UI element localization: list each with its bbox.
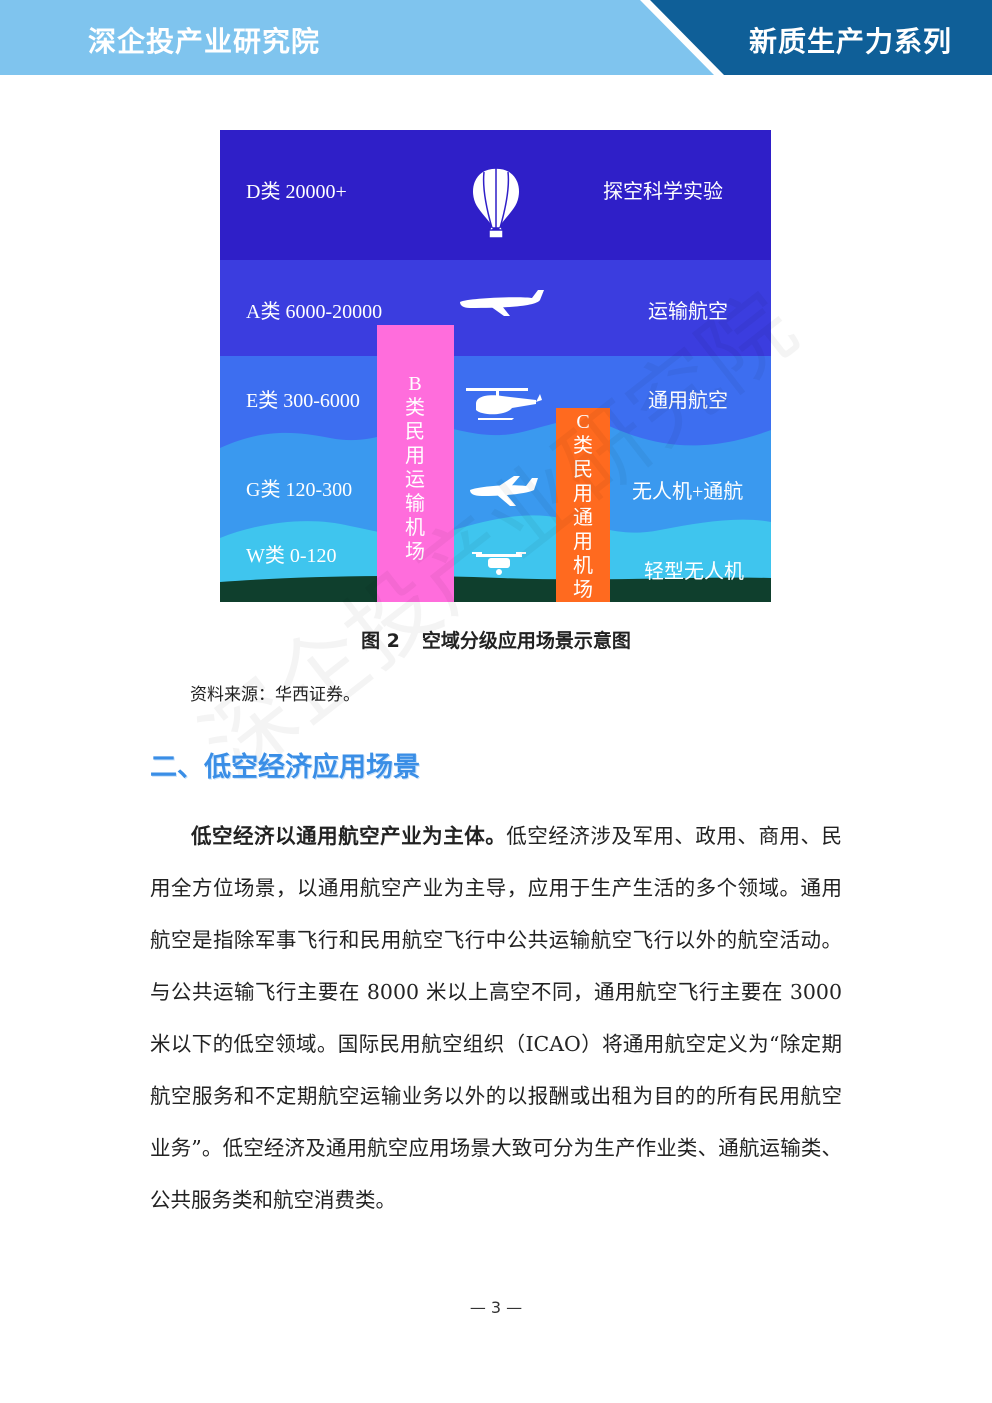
row-w-class-label: W类 0-120 — [246, 544, 337, 567]
header-org-name: 深企投产业研究院 — [88, 25, 321, 58]
row-w-use-label: 轻型无人机 — [644, 560, 744, 583]
b-airport-char: 场 — [405, 540, 425, 563]
b-airport-char: 用 — [405, 445, 425, 467]
c-airport-char: 民 — [573, 459, 593, 481]
airspace-diagram: D类 20000+ 探空科学实验 A类 6000-20000 运输航空 E类 3… — [220, 130, 771, 602]
body-paragraph: 低空经济以通用航空产业为主体。低空经济涉及军用、政用、商用、民用全方位场景，以通… — [150, 810, 842, 1226]
drone-icon — [472, 552, 526, 575]
b-airport-char: 类 — [405, 396, 425, 419]
airliner-icon — [460, 290, 544, 316]
row-e-use-label: 通用航空 — [648, 389, 728, 412]
row-a-class-label: A类 6000-20000 — [246, 300, 382, 323]
c-airport-char: 场 — [573, 578, 593, 601]
paragraph-text: 低空经济涉及军用、政用、商用、民用全方位场景，以通用航空产业为主导，应用于生产生… — [150, 824, 842, 1212]
small-aircraft-icon — [470, 476, 538, 506]
page-number: — 3 — — [469, 1298, 523, 1317]
b-airport-char: 机 — [405, 516, 425, 539]
c-airport-char: C — [576, 411, 589, 433]
row-a-use-label: 运输航空 — [648, 300, 728, 323]
c-airport-bar — [556, 408, 610, 602]
figure-number: 图 2 — [361, 630, 400, 652]
b-airport-bar — [377, 325, 454, 602]
c-airport-char: 用 — [573, 531, 593, 553]
section-title: 二、低空经济应用场景 — [150, 752, 420, 783]
b-airport-char: 运 — [405, 469, 425, 491]
c-airport-char: 类 — [573, 434, 593, 457]
figure-title: 空域分级应用场景示意图 — [421, 630, 631, 652]
helicopter-icon — [466, 388, 542, 420]
row-e-class-label: E类 300-6000 — [246, 389, 360, 412]
c-airport-char: 机 — [573, 554, 593, 577]
c-airport-char: 通 — [573, 506, 593, 529]
figure-source: 资料来源：华西证券。 — [190, 685, 360, 705]
paragraph-lead: 低空经济以通用航空产业为主体。 — [191, 824, 507, 848]
b-airport-char: 民 — [405, 421, 425, 443]
row-d-use-label: 探空科学实验 — [603, 180, 723, 203]
ground — [220, 575, 771, 602]
c-airport-char: 用 — [573, 483, 593, 505]
b-airport-char: B — [408, 373, 421, 395]
header-dark-panel — [640, 0, 992, 75]
header-series-name: 新质生产力系列 — [748, 25, 952, 58]
b-airport-char: 输 — [405, 492, 425, 515]
row-g-use-label: 无人机+通航 — [632, 480, 743, 503]
row-d-class-label: D类 20000+ — [246, 180, 347, 203]
figure-caption: 图 2 空域分级应用场景示意图 — [0, 626, 992, 653]
row-g-class-label: G类 120-300 — [246, 478, 352, 501]
balloon-icon — [471, 167, 521, 239]
